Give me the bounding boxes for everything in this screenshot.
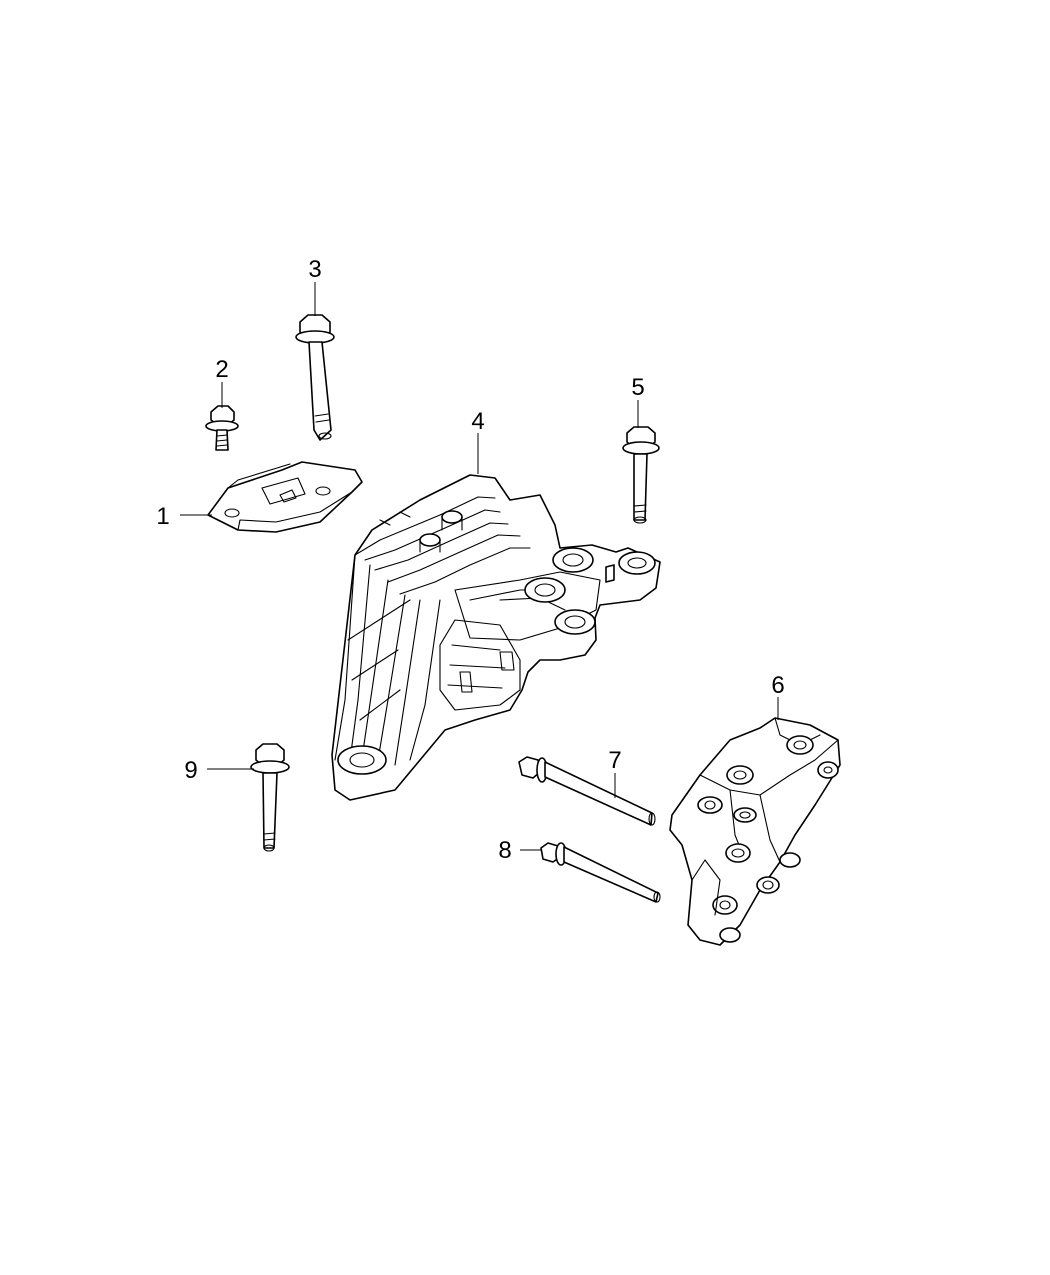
callout-2: 2 <box>215 356 228 383</box>
part-2-short-bolt <box>205 405 239 451</box>
leader-lines <box>180 282 779 851</box>
part-4-transmission-mount <box>331 474 661 801</box>
part-9-bolt <box>250 743 290 852</box>
part-7-through-bolt <box>518 756 656 826</box>
callout-9: 9 <box>184 757 197 784</box>
callout-5: 5 <box>631 374 644 401</box>
callout-4: 4 <box>471 408 484 435</box>
callout-3: 3 <box>308 256 321 283</box>
part-1-bracket-plate <box>207 461 363 533</box>
part-5-bolt <box>622 426 660 524</box>
callout-7: 7 <box>608 747 621 774</box>
callout-1: 1 <box>156 503 169 530</box>
part-3-long-bolt <box>295 314 335 441</box>
callout-6: 6 <box>771 672 784 699</box>
callout-labels: 1 2 3 4 5 6 7 8 9 <box>156 256 784 864</box>
callout-8: 8 <box>498 837 511 864</box>
part-6-mount-bracket <box>669 717 841 946</box>
part-8-through-bolt <box>540 842 661 903</box>
